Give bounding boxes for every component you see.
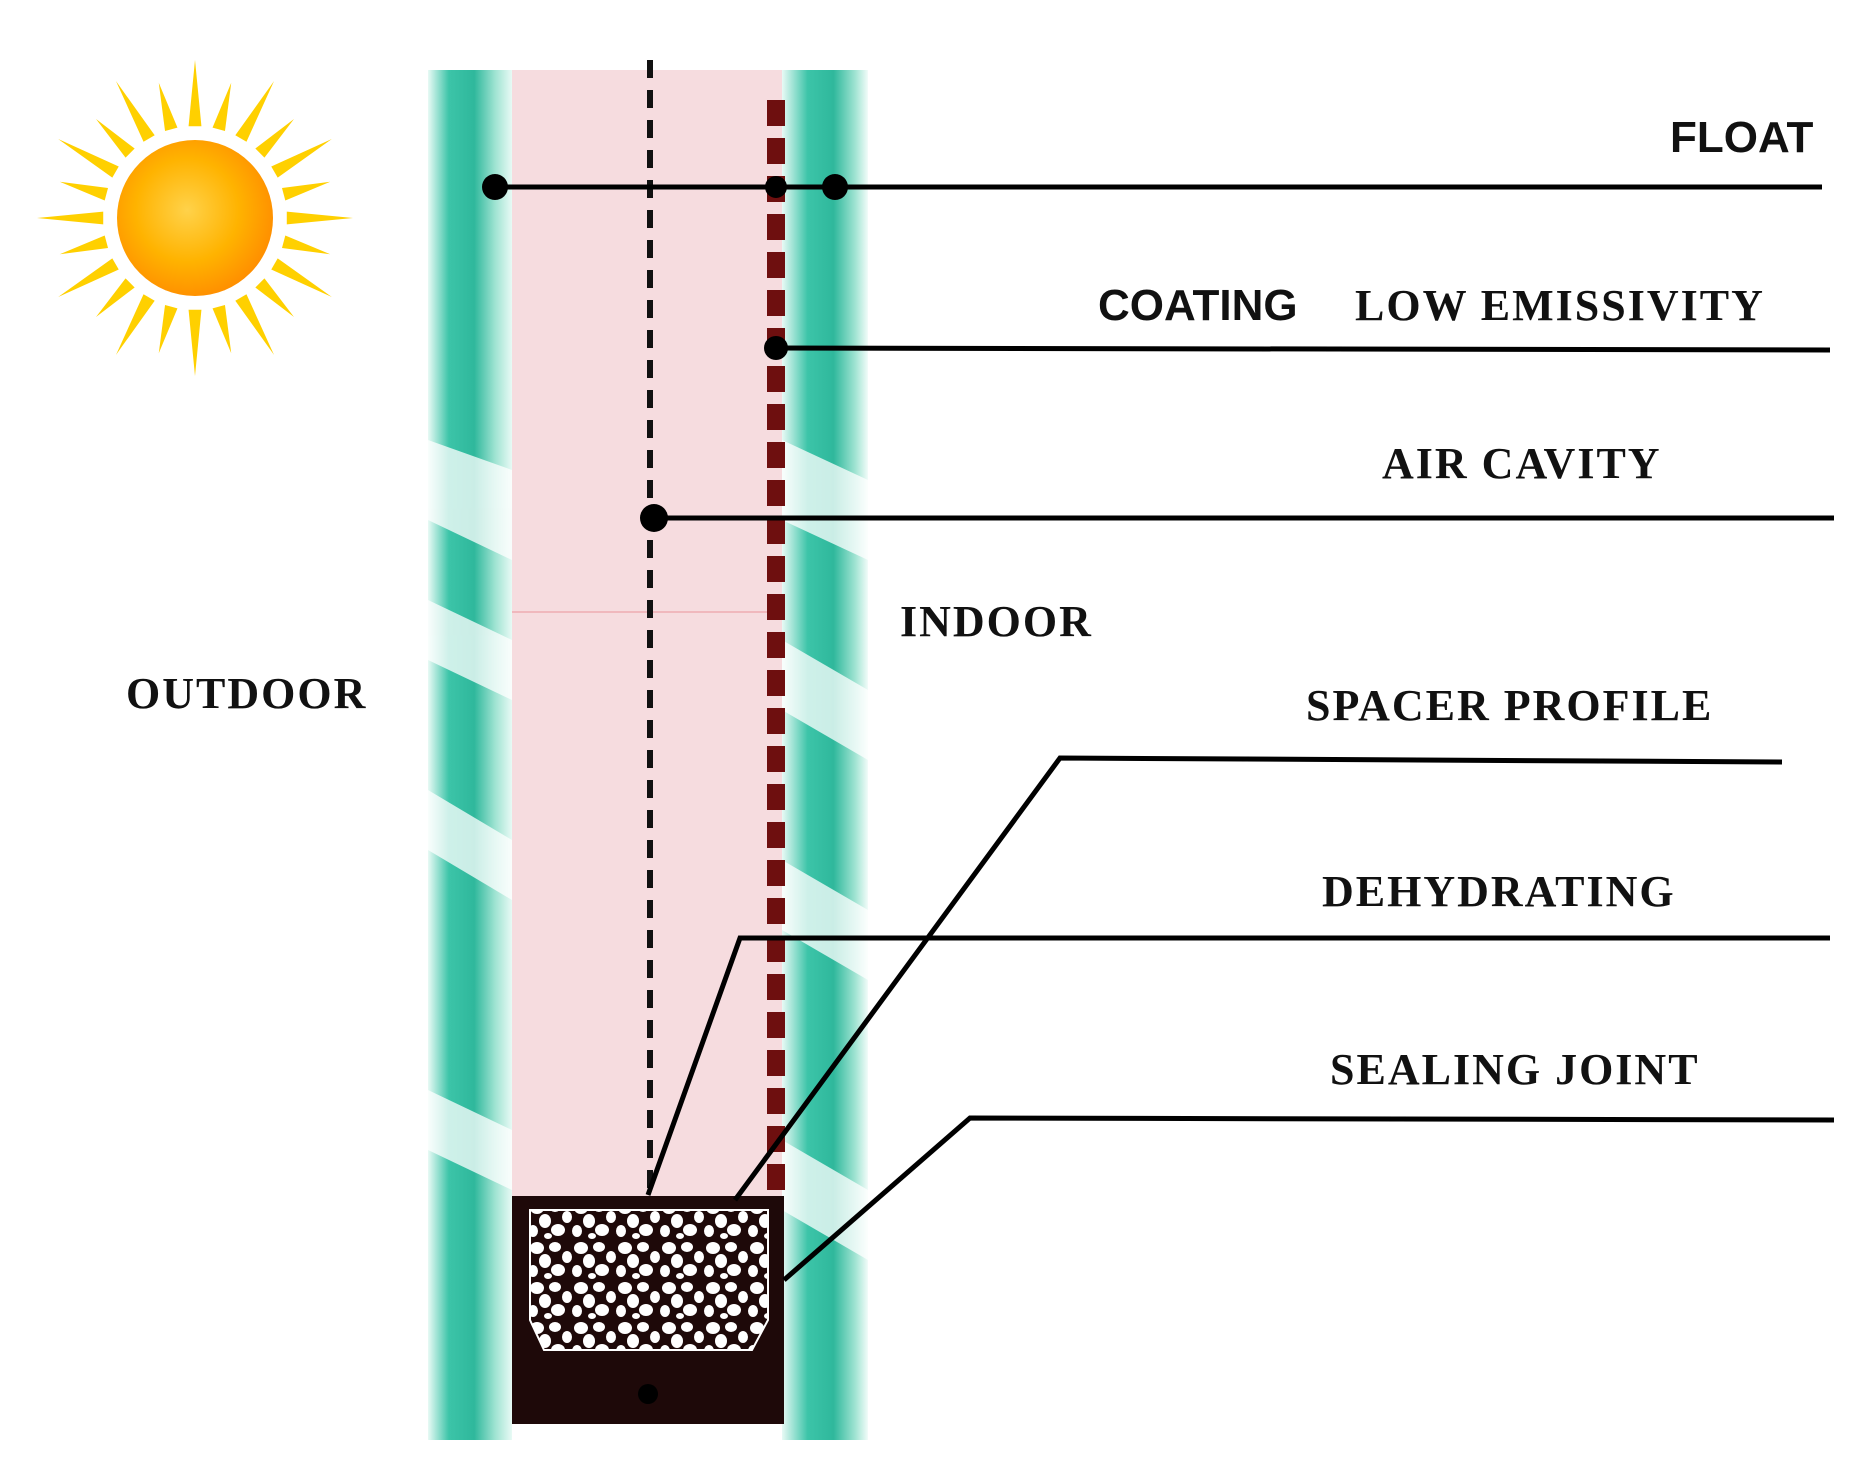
label-indoor: INDOOR <box>900 597 1093 646</box>
label-low-emissivity: LOW EMISSIVITY <box>1355 281 1765 330</box>
sun-ray <box>37 211 104 225</box>
outer-glass-reflections <box>428 440 512 1190</box>
label-outdoor: OUTDOOR <box>126 669 368 718</box>
sun-ray <box>281 235 331 255</box>
sun-icon <box>37 60 353 376</box>
spacer-center-dot <box>638 1384 658 1404</box>
dehydrating-desiccant <box>529 1209 769 1351</box>
sun-ray <box>235 294 274 355</box>
air-cavity-dot <box>640 504 668 532</box>
sun-ray <box>188 60 202 127</box>
label-float: FLOAT <box>1670 113 1814 162</box>
sun-ray <box>271 258 332 297</box>
sun-ray <box>96 278 135 317</box>
sealing-leader <box>782 1115 1835 1282</box>
inner-glass-reflections <box>782 440 868 1260</box>
coating-leader <box>775 345 1831 353</box>
outer-glass-pane <box>428 70 512 1440</box>
leader-lines <box>495 184 1835 1282</box>
label-dehydrating: DEHYDRATING <box>1322 867 1676 916</box>
label-spacer-profile: SPACER PROFILE <box>1306 681 1714 730</box>
sun-ray <box>58 258 119 297</box>
sun-ray <box>235 81 274 142</box>
sun-ray <box>188 309 202 376</box>
leader-dots <box>482 174 848 532</box>
sun-ray <box>116 81 155 142</box>
sun-ray <box>212 304 232 354</box>
sun-ray <box>158 304 178 354</box>
sun-ray <box>255 278 294 317</box>
spacer-leader <box>732 755 1783 1202</box>
sun-rays <box>37 60 353 376</box>
coating-dot <box>764 336 788 360</box>
float-dot-outer <box>482 174 508 200</box>
sun-ray <box>286 211 353 225</box>
float-dot-inner <box>822 174 848 200</box>
label-coating: COATING <box>1098 281 1298 330</box>
sun-ray <box>58 139 119 178</box>
label-sealing-joint: SEALING JOINT <box>1330 1045 1700 1094</box>
sun-core <box>117 140 273 296</box>
float-dot-coating <box>765 176 787 198</box>
sun-ray <box>96 119 135 158</box>
sun-ray <box>59 181 109 201</box>
label-air-cavity: AIR CAVITY <box>1382 439 1662 488</box>
sun-ray <box>116 294 155 355</box>
sun-ray <box>212 82 232 132</box>
sun-ray <box>59 235 109 255</box>
dehydrating-leader <box>645 935 1830 1196</box>
sun-ray <box>271 139 332 178</box>
sun-ray <box>158 82 178 132</box>
sun-ray <box>281 181 331 201</box>
sun-ray <box>255 119 294 158</box>
